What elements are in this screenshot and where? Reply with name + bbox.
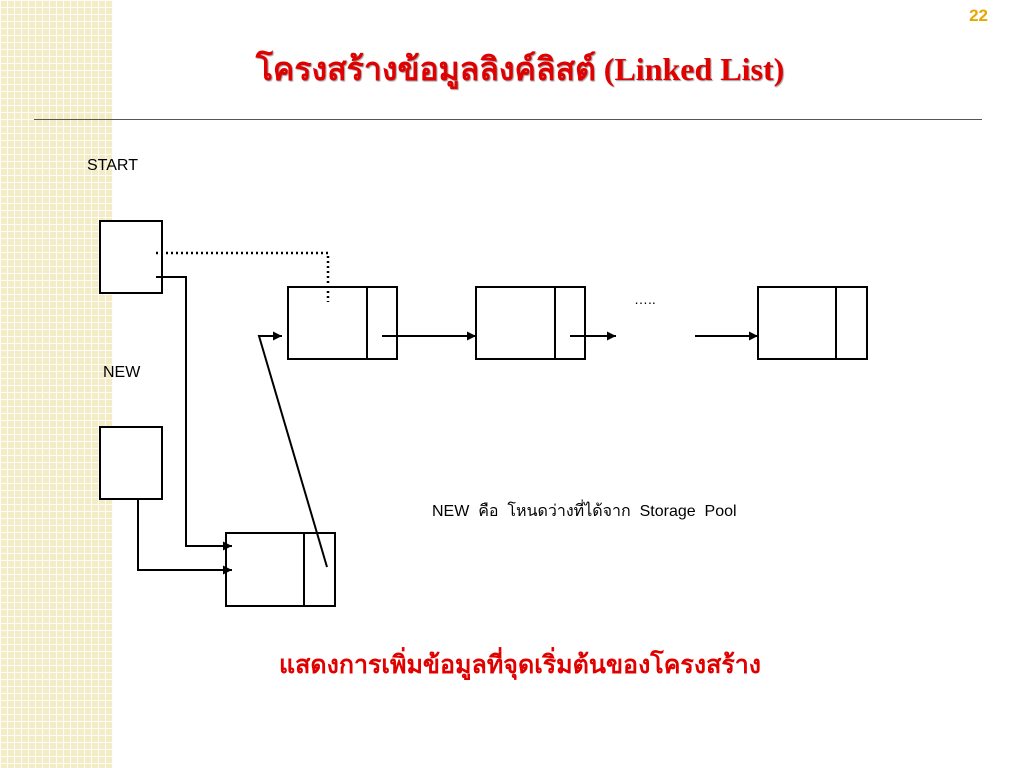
new-pointer-box: [99, 426, 163, 500]
list-node-last: [757, 286, 868, 360]
start-to-new-node-link: [156, 276, 232, 551]
old-start-link: [156, 251, 330, 302]
start-pointer-box: [99, 220, 163, 294]
new-node-next-link: [257, 331, 328, 568]
page-number: 22: [969, 6, 988, 25]
title-divider: [34, 119, 982, 120]
new-to-new-node-link: [137, 499, 232, 575]
list-node-2: [475, 286, 586, 360]
new-node: [225, 532, 336, 607]
decorative-side-strip: [0, 0, 113, 768]
ellipsis-label: …..: [634, 291, 656, 307]
slide-title: โครงสร้างข้อมูลลิงค์ลิสต์ (Linked List): [255, 51, 785, 87]
slide-caption: แสดงการเพิ่มข้อมูลที่จุดเริ่มต้นของโครงส…: [279, 650, 761, 679]
list-node-1: [287, 286, 398, 360]
storage-pool-note: NEW คือ โหนดว่างที่ได้จาก Storage Pool: [432, 503, 737, 520]
start-label: START: [87, 157, 138, 174]
new-label: NEW: [103, 364, 141, 381]
